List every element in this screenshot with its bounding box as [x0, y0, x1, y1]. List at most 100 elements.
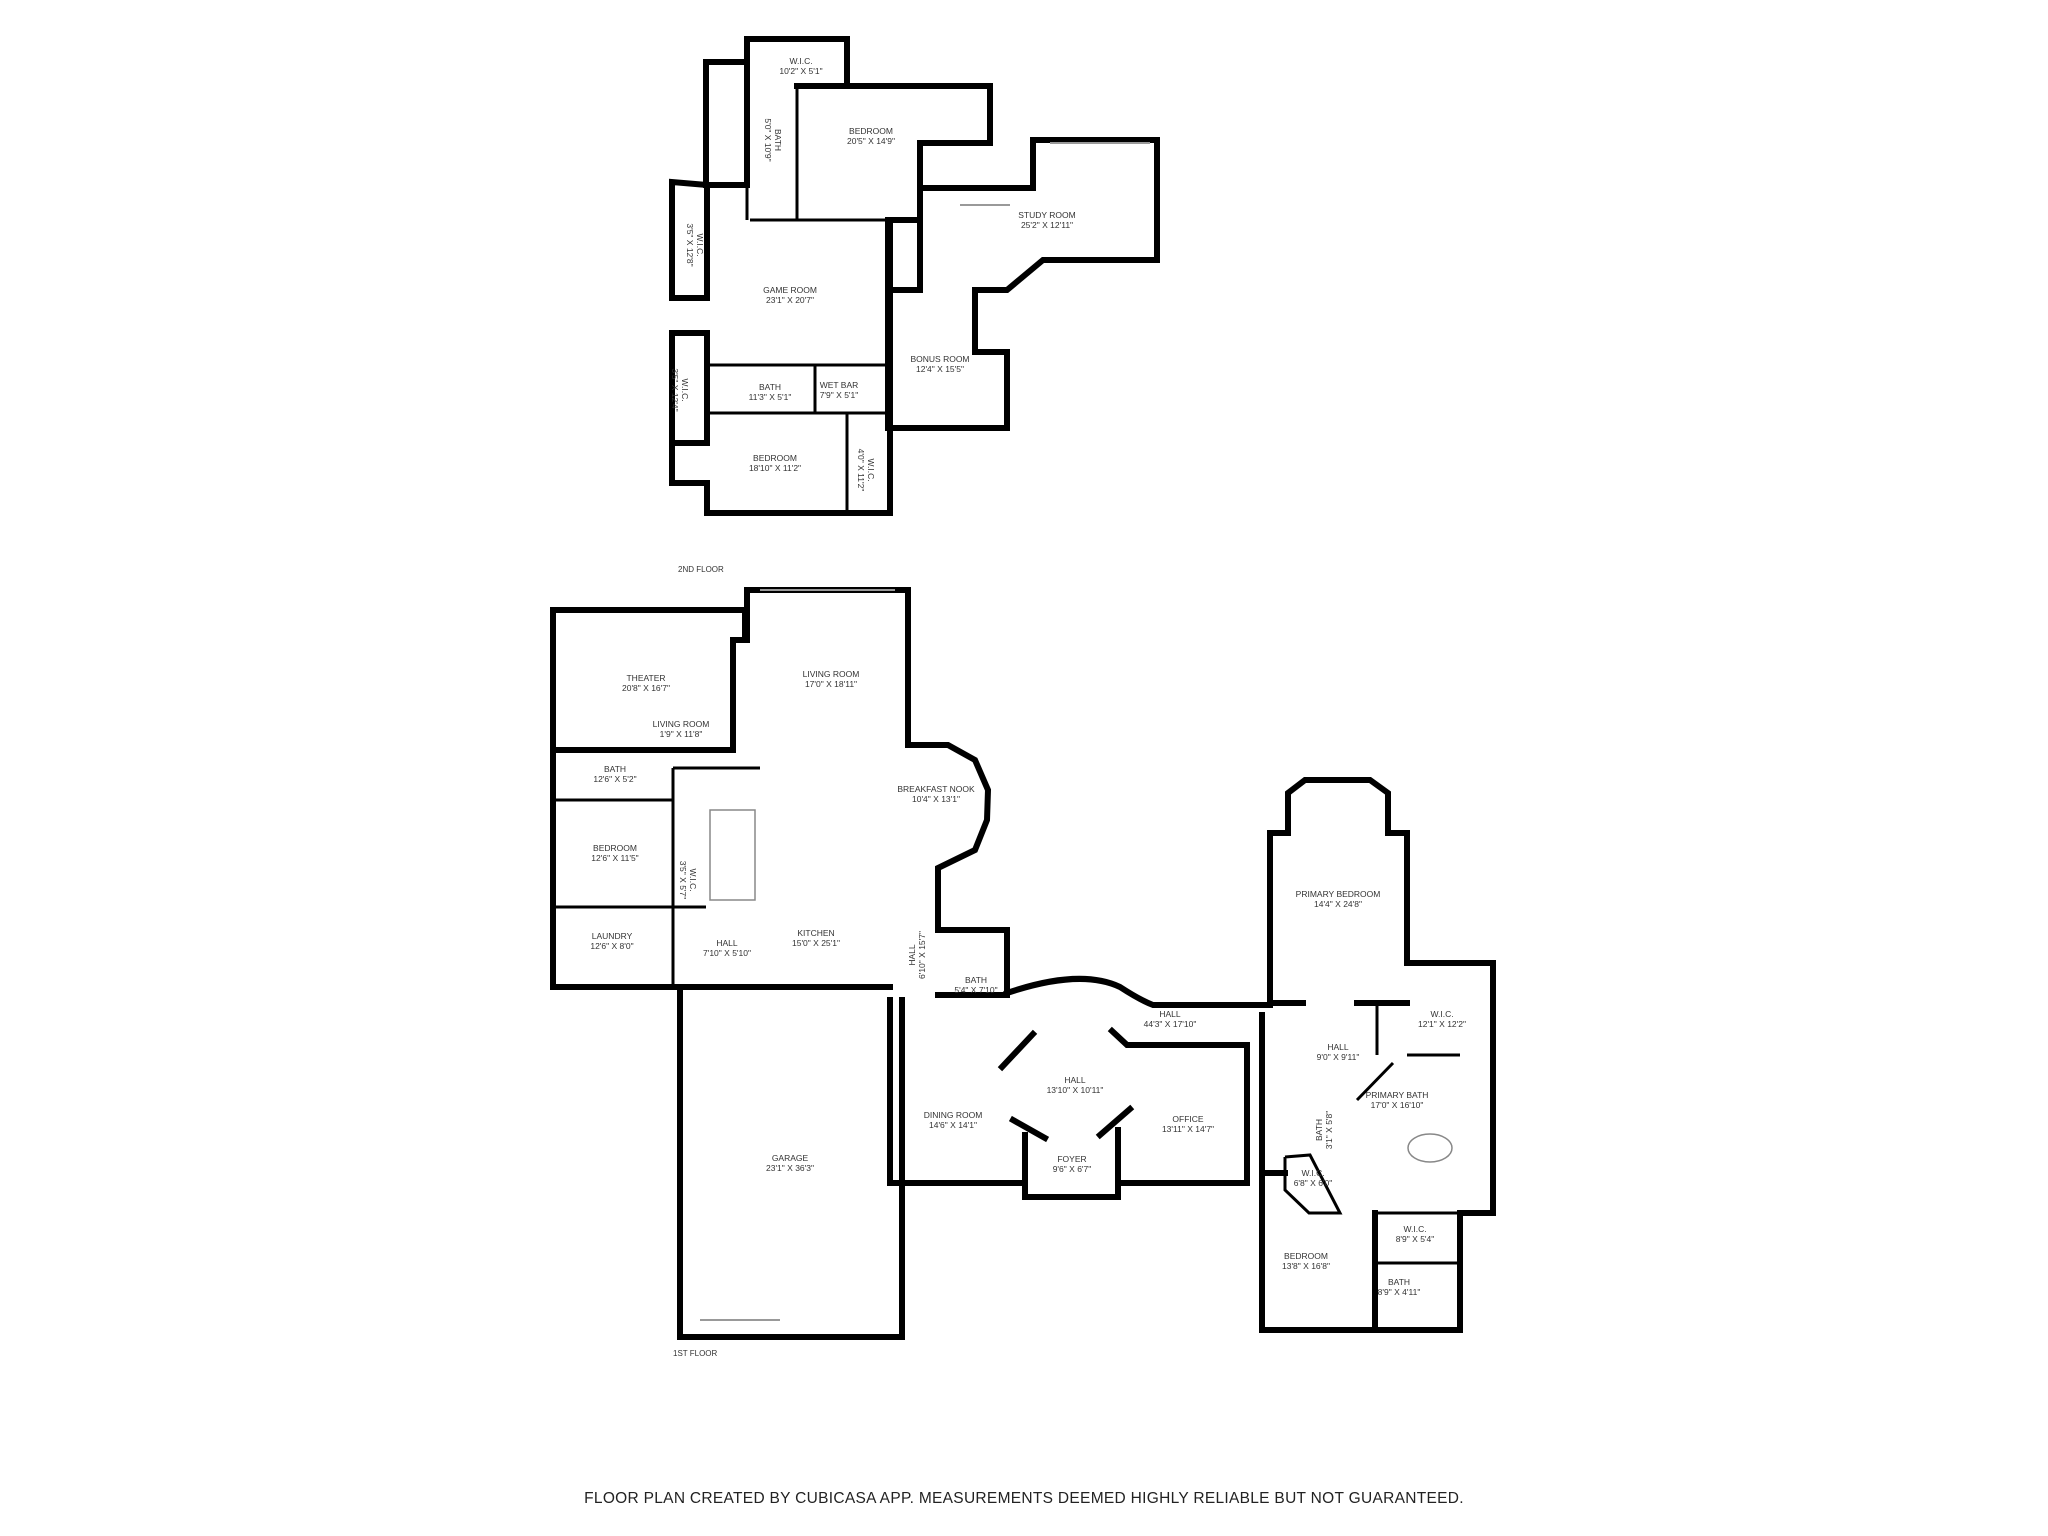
room-name: LIVING ROOM	[803, 669, 860, 679]
room-name: LIVING ROOM	[653, 719, 710, 729]
room-dimensions: 5'4" X 7'10"	[954, 985, 997, 995]
room-dimensions: 13'8" X 16'8"	[1282, 1261, 1330, 1271]
room-dimensions: 15'0" X 25'1"	[792, 938, 840, 948]
room-dimensions: 14'4" X 24'8"	[1314, 899, 1362, 909]
room-name: DINING ROOM	[924, 1110, 983, 1120]
room-dimensions: 9'6" X 6'7"	[1053, 1164, 1092, 1174]
room-dimensions: 20'5" X 14'9"	[847, 136, 895, 146]
room-name: FOYER	[1057, 1154, 1086, 1164]
room-dimensions: 7'9" X 5'1"	[820, 390, 859, 400]
room-dimensions: 13'11" X 14'7"	[1162, 1124, 1214, 1134]
room-name: W.I.C.	[866, 458, 876, 481]
room-dimensions: 20'8" X 16'7"	[622, 683, 670, 693]
room-name: BATH	[773, 129, 783, 151]
room-dimensions: 17'0" X 18'11"	[805, 679, 857, 689]
room-name: LAUNDRY	[592, 931, 633, 941]
room-dimensions: 5'0" X 10'9"	[763, 118, 773, 161]
room-name: STUDY ROOM	[1018, 210, 1075, 220]
room-dimensions: 3'5" X 5'7"	[678, 861, 688, 900]
room-dimensions: 10'2" X 5'1"	[779, 66, 822, 76]
room-dimensions: 10'4" X 13'1"	[912, 794, 960, 804]
room-name: BEDROOM	[593, 843, 637, 853]
disclaimer-footer: FLOOR PLAN CREATED BY CUBICASA APP. MEAS…	[584, 1490, 1464, 1507]
room-dimensions: 17'0" X 16'10"	[1371, 1100, 1424, 1110]
room-label: W.I.C.10'2" X 5'1"	[779, 56, 822, 76]
room-label: W.I.C.12'1" X 12'2"	[1418, 1009, 1466, 1029]
first-floor-walls	[550, 587, 1496, 1340]
room-name: PRIMARY BATH	[1366, 1090, 1429, 1100]
room-dimensions: 6'8" X 6'0"	[1294, 1178, 1333, 1188]
room-name: BATH	[965, 975, 987, 985]
room-name: W.I.C.	[688, 868, 698, 891]
room-name: HALL	[907, 944, 917, 966]
room-label: W.I.C.6'8" X 6'0"	[1294, 1168, 1333, 1188]
room-dimensions: 11'3" X 5'1"	[749, 392, 792, 402]
room-name: W.I.C.	[695, 233, 705, 256]
room-label: W.I.C.3'5" X 12'4"	[670, 368, 690, 411]
room-name: BATH	[1314, 1119, 1324, 1141]
room-name: OFFICE	[1172, 1114, 1203, 1124]
room-dimensions: 9'0" X 9'11"	[1317, 1052, 1360, 1062]
room-name: BREAKFAST NOOK	[897, 784, 975, 794]
room-label: W.I.C.4'0" X 11'2"	[856, 449, 876, 492]
room-dimensions: 8'9" X 4'11"	[1378, 1287, 1421, 1297]
room-name: PRIMARY BEDROOM	[1296, 889, 1381, 899]
room-dimensions: 25'2" X 12'11"	[1021, 220, 1073, 230]
room-name: KITCHEN	[797, 928, 834, 938]
room-dimensions: 12'4" X 15'5"	[916, 364, 964, 374]
room-dimensions: 4'0" X 11'2"	[856, 449, 866, 492]
room-label: W.I.C.8'9" X 5'4"	[1396, 1224, 1435, 1244]
room-dimensions: 6'10" X 15'7"	[917, 931, 927, 979]
room-dimensions: 3'1" X 5'8"	[1324, 1111, 1334, 1150]
room-name: HALL	[1327, 1042, 1349, 1052]
room-name: THEATER	[626, 673, 665, 683]
room-dimensions: 7'10" X 5'10"	[703, 948, 751, 958]
room-dimensions: 1'9" X 11'8"	[660, 729, 703, 739]
room-dimensions: 44'3" X 17'10"	[1144, 1019, 1197, 1029]
room-dimensions: 12'1" X 12'2"	[1418, 1019, 1466, 1029]
room-dimensions: 3'5" X 12'4"	[670, 368, 680, 411]
room-dimensions: 12'6" X 5'2"	[593, 774, 636, 784]
room-dimensions: 14'6" X 14'1"	[929, 1120, 977, 1130]
room-dimensions: 8'9" X 5'4"	[1396, 1234, 1435, 1244]
room-name: HALL	[1159, 1009, 1181, 1019]
room-name: HALL	[716, 938, 738, 948]
room-name: BEDROOM	[849, 126, 893, 136]
room-dimensions: 12'6" X 8'0"	[590, 941, 633, 951]
room-name: W.I.C.	[1301, 1168, 1324, 1178]
room-name: BEDROOM	[753, 453, 797, 463]
floor-label-1st: 1ST FLOOR	[673, 1349, 718, 1358]
room-name: BATH	[1388, 1277, 1410, 1287]
room-name: BATH	[759, 382, 781, 392]
room-name: BEDROOM	[1284, 1251, 1328, 1261]
room-label: W.I.C.3'5" X 12'8"	[685, 223, 705, 266]
room-name: W.I.C.	[789, 56, 812, 66]
